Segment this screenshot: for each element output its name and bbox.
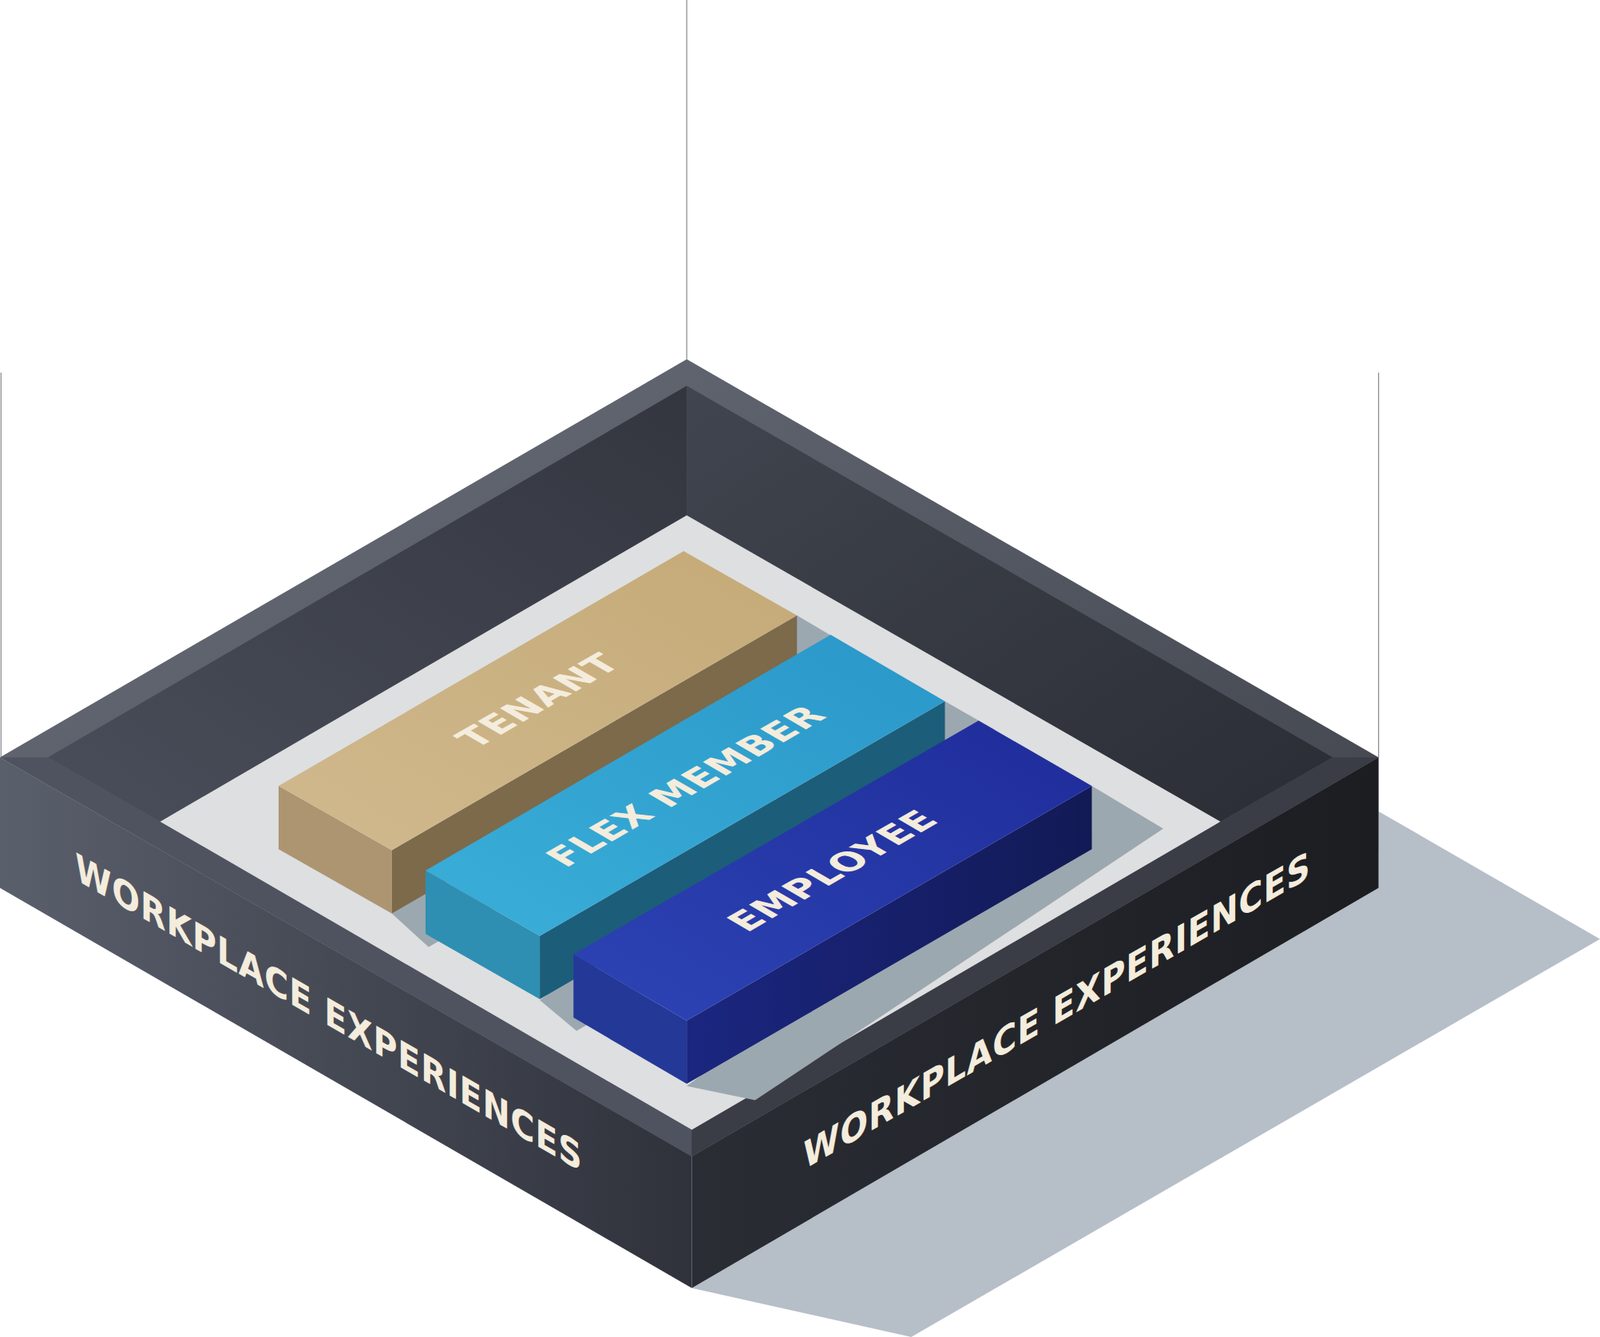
flex-member-box: FLEX MEMBER	[425, 634, 946, 999]
wall-label: WORKPLACE EXPERIENCES	[803, 844, 1311, 1176]
tray-box: WORKPLACE EXPERIENCES WORKPLACE EXPERIENC…	[0, 359, 1379, 1288]
bar-label: EMPLOYEE	[720, 805, 947, 936]
bar-label: TENANT	[447, 648, 627, 752]
bar-label: FLEX MEMBER	[538, 700, 834, 872]
tray-rim	[0, 359, 1379, 1157]
tray-wall	[692, 756, 1379, 1288]
wall-label: WORKPLACE EXPERIENCES	[75, 847, 583, 1178]
employee-box: EMPLOYEE	[573, 720, 1092, 1084]
tenant-box: TENANT	[278, 550, 797, 914]
